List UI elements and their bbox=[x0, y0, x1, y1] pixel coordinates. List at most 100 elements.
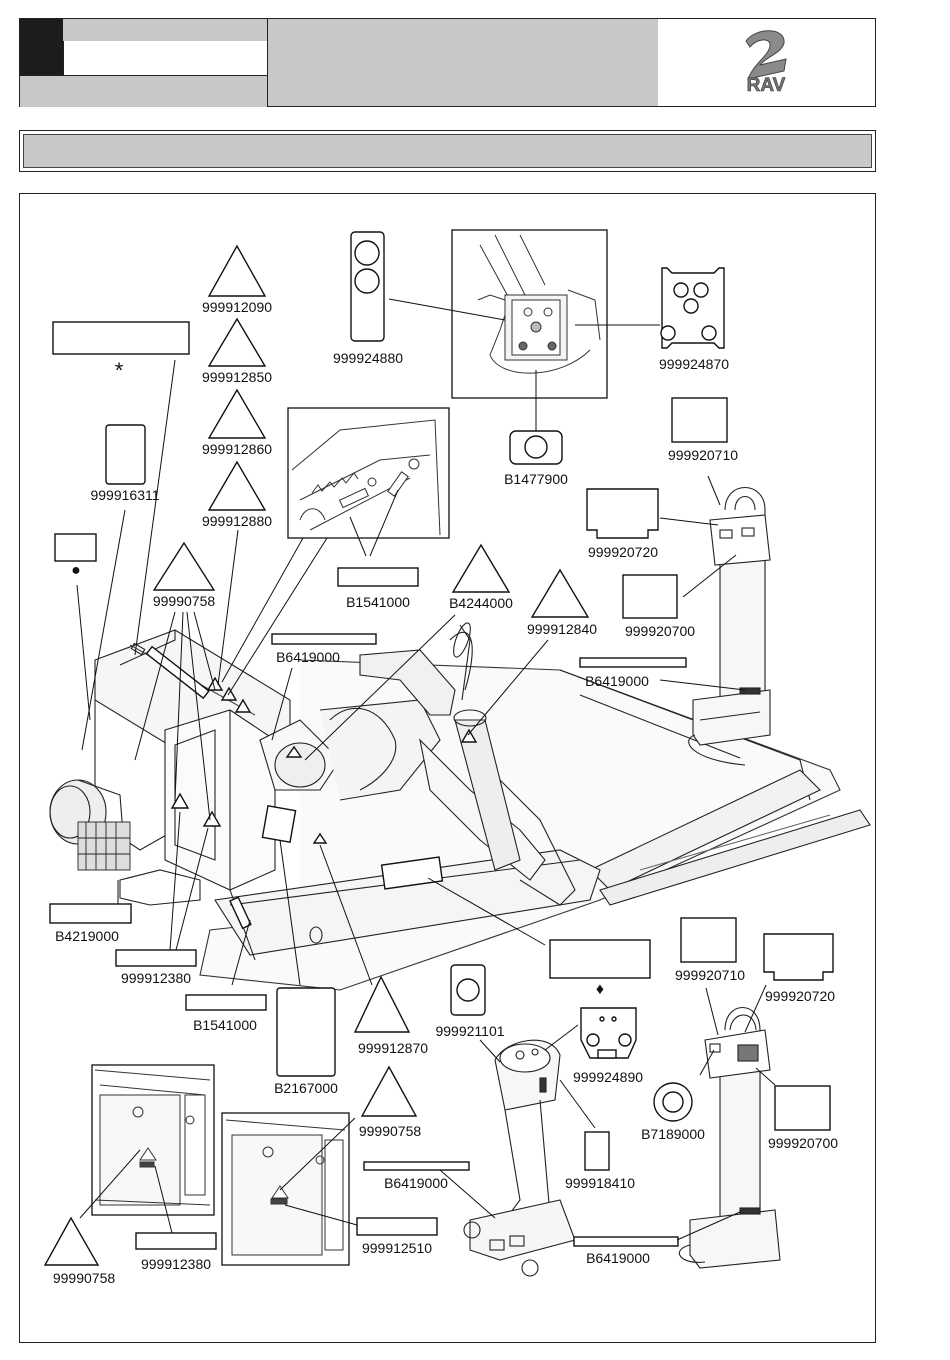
decal-999912850-triangle bbox=[207, 317, 267, 367]
mini-triangle bbox=[285, 745, 303, 758]
decal-99990758-triangle-a bbox=[152, 541, 216, 591]
decal-b6419000-d bbox=[573, 1236, 679, 1247]
label-999921101: 999921101 bbox=[435, 1023, 505, 1039]
decal-999920720-a bbox=[586, 488, 659, 539]
control-pedestal-top-right bbox=[688, 486, 771, 766]
decal-999912380-a bbox=[115, 949, 197, 967]
label-999920720-b: 999920720 bbox=[764, 988, 836, 1004]
label-999920720-a: 999920720 bbox=[587, 544, 659, 560]
mini-plate bbox=[229, 896, 252, 930]
decal-999912090-triangle bbox=[207, 244, 267, 297]
label-99990758-c: 99990758 bbox=[52, 1270, 116, 1286]
header-cell-middle bbox=[63, 41, 268, 75]
label-b6419000-d: B6419000 bbox=[586, 1250, 650, 1266]
label-999924890: 999924890 bbox=[572, 1069, 644, 1085]
decal-999920710-a bbox=[671, 397, 728, 443]
header-black-block bbox=[20, 19, 63, 75]
mini-triangle bbox=[234, 698, 252, 713]
dot-symbol: ● bbox=[71, 562, 81, 579]
decal-999912880-triangle bbox=[207, 460, 267, 511]
decal-b1541000-b bbox=[185, 994, 267, 1011]
remote-trolley bbox=[463, 1039, 576, 1277]
decal-999918410 bbox=[584, 1131, 610, 1171]
decal-diamond-plate bbox=[549, 939, 651, 979]
decal-b6419000-b bbox=[579, 657, 687, 668]
decal-b2167000 bbox=[276, 987, 336, 1077]
mini-triangle bbox=[312, 832, 328, 844]
label-999912380-b: 999912380 bbox=[140, 1256, 212, 1272]
decal-999912380-b bbox=[135, 1232, 217, 1250]
svg-text:RAV: RAV bbox=[747, 75, 786, 96]
circle-decals bbox=[354, 240, 725, 1122]
inset-bottom-middle-detail bbox=[221, 1112, 350, 1266]
header-cell-bottom bbox=[20, 75, 267, 107]
notched-plate-decals bbox=[586, 488, 834, 981]
decal-999912860-triangle bbox=[207, 388, 267, 439]
inset-upper-right-detail bbox=[451, 229, 608, 399]
rav-logo: RAV bbox=[745, 30, 787, 96]
decal-b6419000-a bbox=[271, 633, 377, 645]
label-999916311: 999916311 bbox=[90, 487, 160, 503]
section-title-band bbox=[19, 130, 876, 172]
decal-999916311 bbox=[105, 424, 146, 485]
mini-plate bbox=[261, 805, 297, 843]
label-999920710-a: 999920710 bbox=[667, 447, 739, 463]
label-b2167000: B2167000 bbox=[274, 1080, 338, 1096]
label-99990758-b: 99990758 bbox=[358, 1123, 422, 1139]
decal-999912510 bbox=[356, 1217, 438, 1236]
label-b1477900: B1477900 bbox=[504, 471, 568, 487]
triangle-decals bbox=[43, 244, 590, 1266]
asterisk-symbol: * bbox=[114, 358, 124, 383]
inset-upper-left-detail bbox=[287, 407, 450, 539]
decal-b4219000 bbox=[49, 903, 132, 924]
label-b6419000-c: B6419000 bbox=[384, 1175, 448, 1191]
label-999924880: 999924880 bbox=[332, 350, 404, 366]
decal-99990758-triangle-b bbox=[360, 1065, 418, 1117]
header-title-cell bbox=[267, 19, 659, 106]
label-b1541000-b: B1541000 bbox=[193, 1017, 257, 1033]
label-b6419000-b: B6419000 bbox=[585, 673, 649, 689]
decal-999912840-triangle bbox=[530, 568, 590, 618]
mini-triangle bbox=[170, 792, 190, 809]
mini-triangle bbox=[460, 728, 478, 743]
label-99990758-a: 99990758 bbox=[152, 593, 216, 609]
decal-asterisk-plate bbox=[52, 321, 190, 355]
decal-999920700-b bbox=[774, 1085, 831, 1131]
decal-b1541000-a bbox=[337, 567, 419, 587]
label-999912510: 999912510 bbox=[361, 1240, 433, 1256]
label-999912840: 999912840 bbox=[526, 621, 598, 637]
decal-999920710-b bbox=[680, 917, 737, 963]
label-999920700-b: 999920700 bbox=[767, 1135, 839, 1151]
decal-999920720-b bbox=[763, 933, 834, 981]
decal-b4244000-triangle bbox=[451, 543, 511, 593]
label-b4219000: B4219000 bbox=[55, 928, 119, 944]
label-b1541000-a: B1541000 bbox=[346, 594, 410, 610]
label-b7189000: B7189000 bbox=[641, 1126, 705, 1142]
lift-machine-drawing bbox=[49, 622, 871, 991]
label-999912380-a: 999912380 bbox=[120, 970, 192, 986]
label-b4244000: B4244000 bbox=[449, 595, 513, 611]
label-999920700-a: 999920700 bbox=[624, 623, 696, 639]
label-999924870: 999924870 bbox=[658, 356, 730, 372]
decal-99990758-triangle-c bbox=[43, 1216, 100, 1266]
diagram-frame bbox=[19, 193, 876, 1343]
mini-plate bbox=[380, 856, 444, 890]
label-999912850: 999912850 bbox=[201, 369, 273, 385]
label-999918410: 999918410 bbox=[564, 1175, 636, 1191]
decal-b6419000-c bbox=[363, 1161, 470, 1171]
decal-999920700-a bbox=[622, 574, 678, 619]
inset-bottom-left-detail bbox=[91, 1064, 215, 1216]
label-999912880: 999912880 bbox=[201, 513, 273, 529]
header-logo-cell: RAV bbox=[658, 19, 875, 106]
label-999912870: 999912870 bbox=[357, 1040, 429, 1056]
label-b6419000-a: B6419000 bbox=[276, 649, 340, 665]
label-999920710-b: 999920710 bbox=[674, 967, 746, 983]
mini-triangle bbox=[202, 810, 222, 827]
leader-lines bbox=[76, 298, 776, 1241]
diamond-symbol: ♦ bbox=[595, 981, 605, 998]
decal-999912870-triangle bbox=[353, 975, 411, 1033]
decal-dot-plate bbox=[54, 533, 97, 562]
label-999912090: 999912090 bbox=[201, 299, 273, 315]
label-999912860: 999912860 bbox=[201, 441, 273, 457]
